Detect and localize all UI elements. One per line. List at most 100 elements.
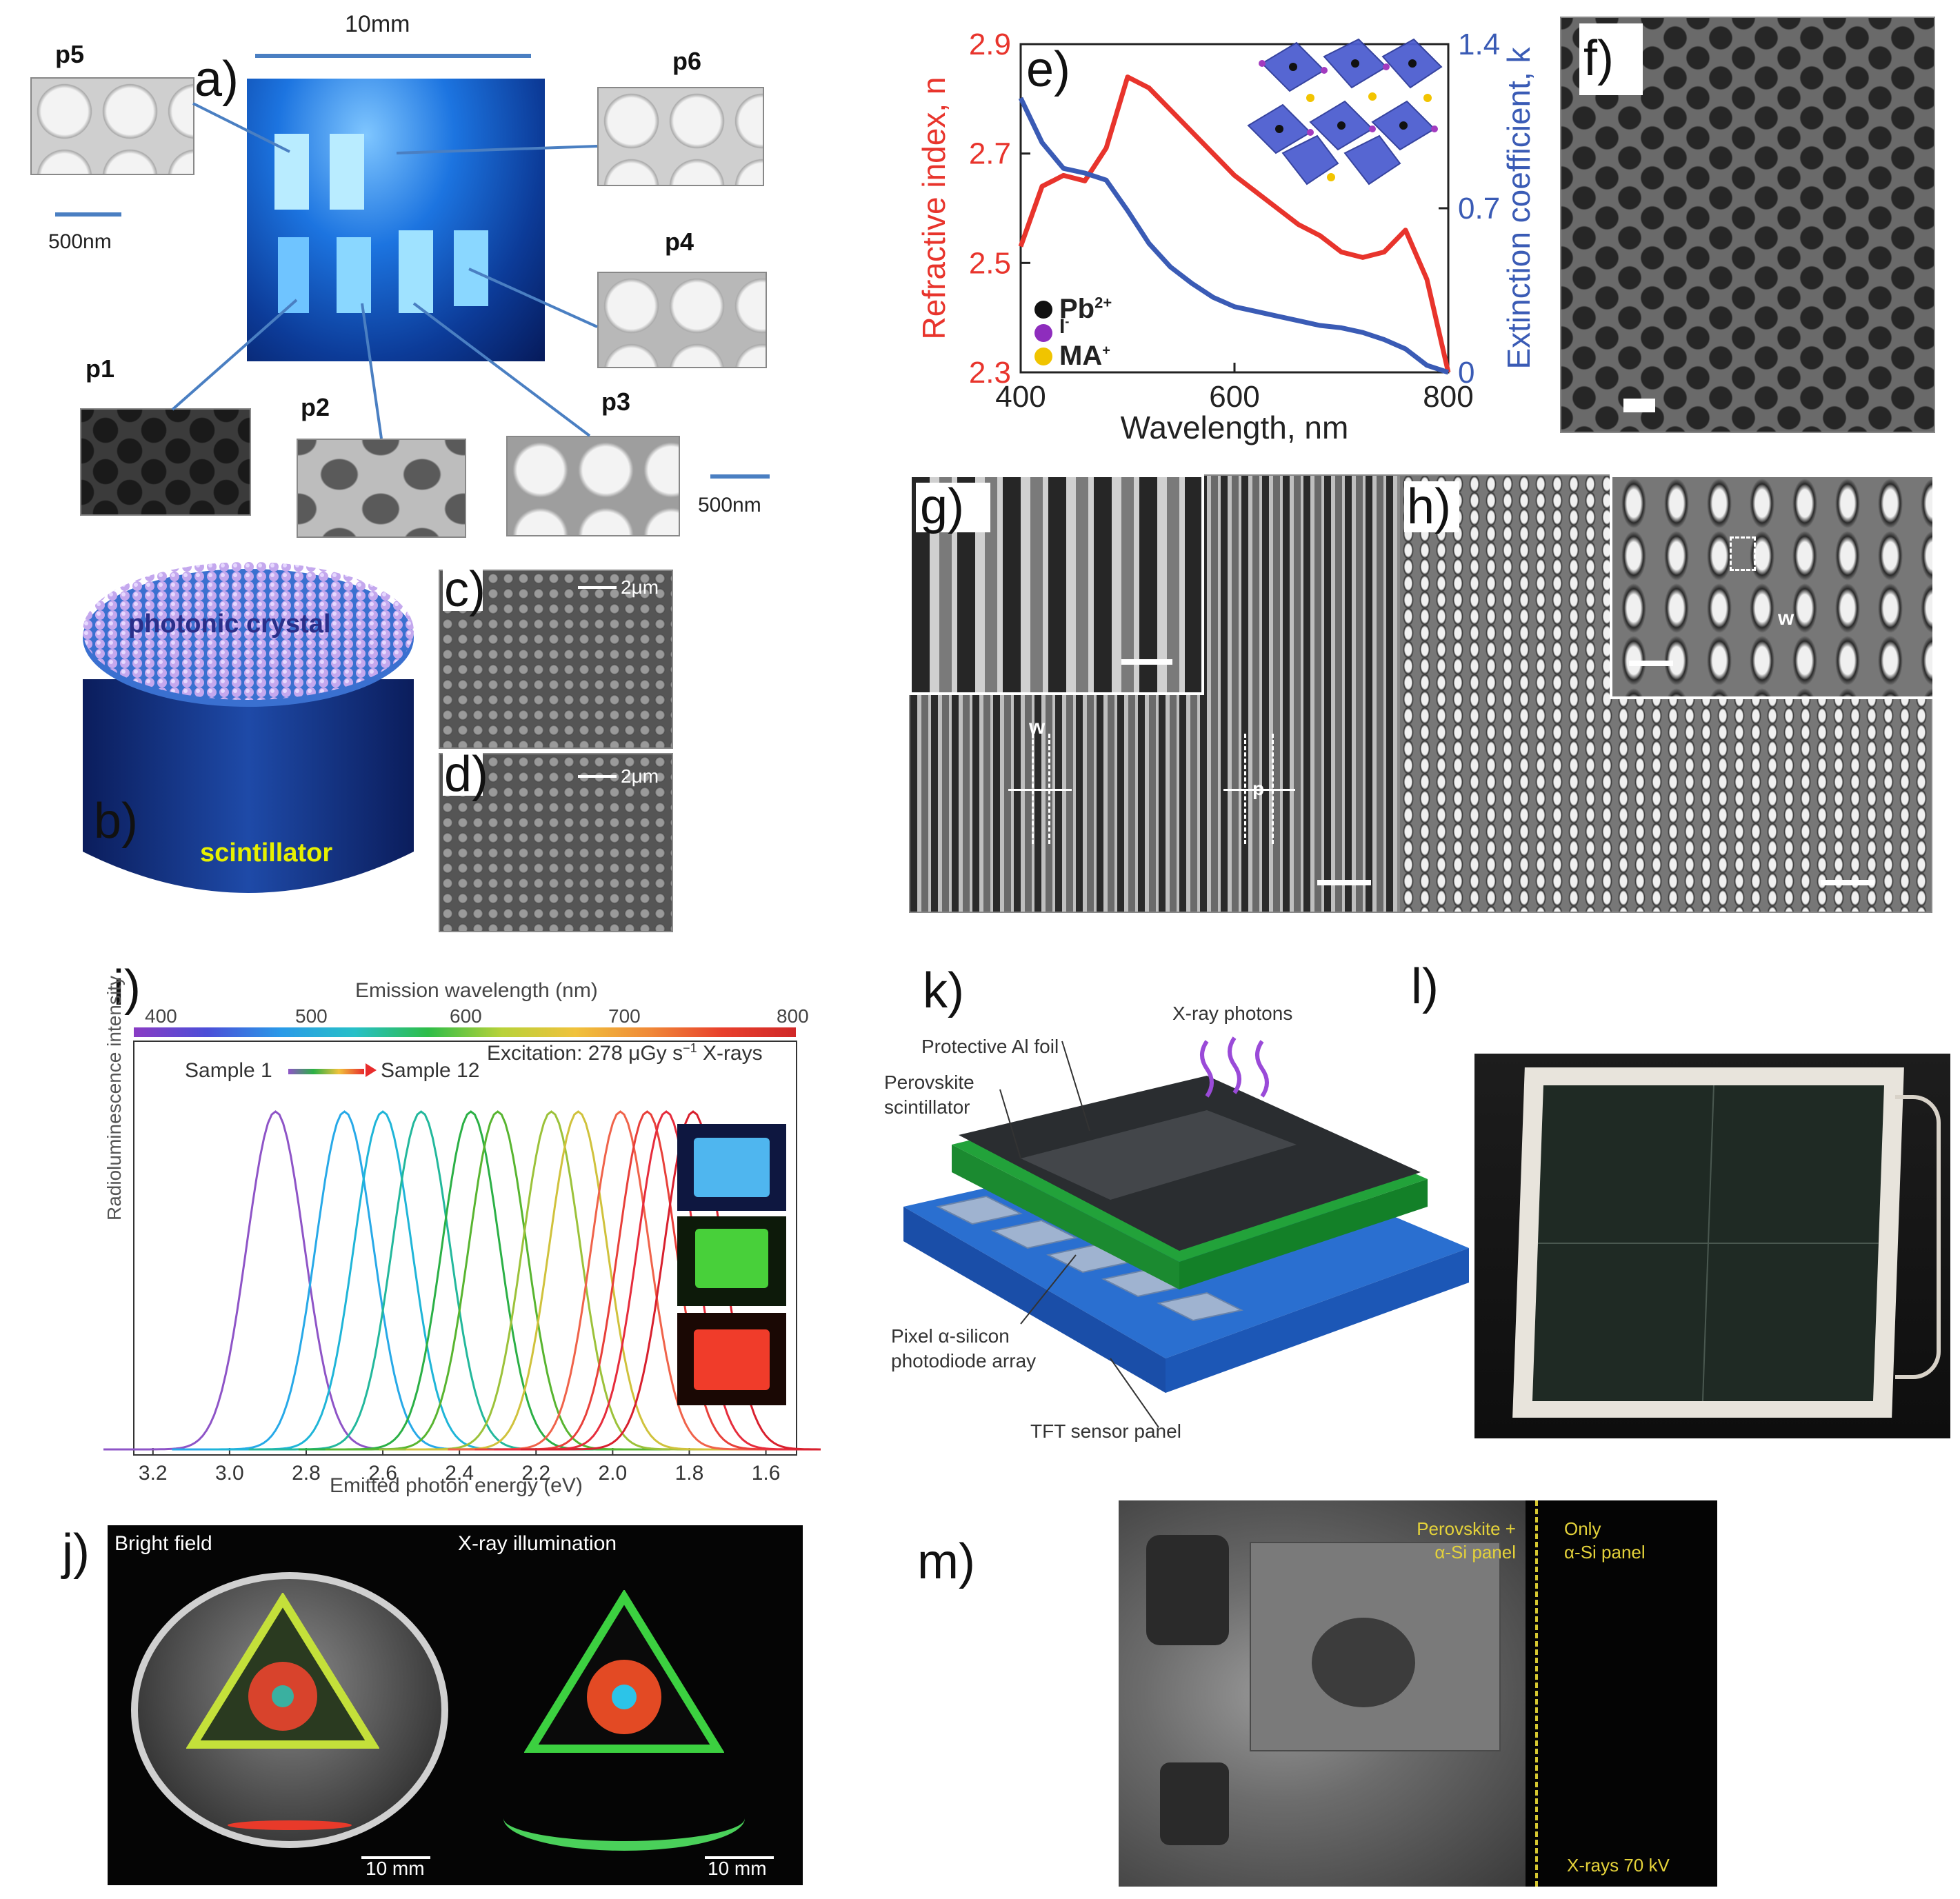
ma-dot	[1034, 348, 1052, 365]
x-axis-label: Emitted photon energy (eV)	[330, 1474, 583, 1497]
sample-photo-blue	[677, 1124, 786, 1211]
camera-module	[1146, 1535, 1229, 1645]
sample-label-p1: p1	[86, 354, 115, 383]
scale-bar	[1121, 659, 1172, 665]
y-axis-label: Refractive index, n	[916, 77, 952, 340]
sample-label-p3: p3	[601, 388, 631, 416]
ma-text: MA	[1059, 341, 1103, 371]
scale-bar	[1317, 880, 1371, 885]
cable	[1895, 1095, 1941, 1379]
scale-bar	[1629, 661, 1673, 666]
scale-bar	[1821, 880, 1874, 885]
spectrum-peak	[325, 1110, 670, 1451]
sample-label-p4: p4	[665, 228, 694, 256]
width-dimension-line	[255, 54, 531, 58]
tft-label: TFT sensor panel	[1030, 1420, 1181, 1442]
refractive-index-line	[1018, 74, 1451, 373]
panel-a-label: a)	[194, 52, 239, 107]
y-tick-label: 2.9	[969, 28, 1011, 61]
bright-field-title: Bright field	[114, 1532, 212, 1555]
scale-label: 2μm	[621, 576, 659, 598]
width-marker: w	[1778, 607, 1794, 630]
y2-tick-label: 0.7	[1458, 192, 1500, 225]
y2-tick-label: 1.4	[1458, 28, 1500, 61]
divider-line	[1535, 1500, 1538, 1887]
sem-inset-p5	[30, 77, 194, 175]
panel-i-label: i)	[113, 961, 141, 1016]
ma-charge: +	[1102, 343, 1110, 359]
connector-line	[396, 145, 598, 154]
red-emission	[694, 1329, 770, 1390]
spectrum-peak	[521, 1110, 821, 1451]
crystal-structure-inset	[1247, 38, 1443, 185]
scale-bar	[705, 1856, 774, 1859]
scintillator-label-1: Perovskite	[884, 1072, 974, 1093]
xray-image: Perovskite + α-Si panel Only α-Si panel …	[1119, 1500, 1717, 1887]
panel-f-label: f)	[1583, 31, 1614, 86]
xray-photon-arrows	[1200, 1036, 1269, 1098]
top-axis-title: Emission wavelength (nm)	[355, 979, 598, 1002]
connector-arrows	[171, 102, 598, 439]
x-tick-label: 2.0	[599, 1462, 628, 1485]
ma-label: MA+	[1059, 341, 1110, 372]
connector-line	[361, 303, 383, 439]
panel-c-label: c)	[444, 562, 486, 617]
sem-inset-p4	[597, 272, 767, 368]
scale-label-left: 500nm	[48, 230, 112, 253]
pb-label: Pb2+	[1059, 294, 1112, 325]
pattern-patch	[399, 230, 433, 313]
right-region-label-2: α-Si panel	[1564, 1542, 1646, 1563]
left-region-label-1: Perovskite +	[1417, 1518, 1516, 1539]
y2-axis-label: Extinction coefficient, k	[1501, 46, 1537, 369]
scale-label: 2μm	[621, 765, 659, 787]
sem-inset-p6	[597, 87, 764, 186]
trefoil-left	[186, 1593, 379, 1749]
sample-photo	[247, 79, 545, 361]
top-tick: 400	[145, 1005, 177, 1027]
x-tick-label: 800	[1423, 380, 1473, 414]
gradient-arrow	[288, 1069, 364, 1074]
label-box	[1579, 23, 1643, 95]
sample-photo-green	[677, 1216, 786, 1306]
plot-frame	[133, 1041, 797, 1456]
spectrum-bar	[134, 1027, 796, 1037]
top-tick: 500	[295, 1005, 328, 1027]
scale-bar	[710, 474, 770, 479]
panel-b-label: b)	[94, 794, 139, 849]
label-box	[916, 483, 990, 532]
connector-line	[192, 102, 290, 153]
y-tick-label: 2.3	[969, 356, 1011, 390]
scale-bar	[1623, 399, 1655, 412]
speaker-module	[1160, 1762, 1229, 1845]
label-box	[1404, 481, 1459, 532]
quadrant-line	[1537, 1243, 1879, 1244]
panel-m-label: m)	[917, 1534, 975, 1589]
pattern-patch	[454, 230, 488, 306]
scale-label-right: 10 mm	[708, 1858, 767, 1879]
y-axis-label: Radioluminescence intensity	[103, 976, 125, 1220]
sem-inset-p3	[506, 436, 680, 536]
connector-line	[468, 268, 598, 328]
tft-panel-side	[903, 1207, 1166, 1393]
scintillator-label-2: scintillator	[884, 1096, 970, 1118]
scale-bar	[361, 1856, 430, 1859]
spectrum-peak	[103, 1110, 448, 1451]
scale-bar	[578, 586, 617, 589]
detector-active-area	[1532, 1085, 1884, 1401]
scale-label-left: 10 mm	[366, 1858, 425, 1879]
extinction-coefficient-line	[1018, 97, 1450, 375]
xray-photons-label: X-ray photons	[1172, 1003, 1293, 1024]
pattern-patch	[337, 237, 371, 313]
green-edge-right	[503, 1786, 745, 1851]
panel-k-label: k)	[923, 963, 964, 1018]
y2-tick-label: 0	[1458, 356, 1474, 390]
label-box	[443, 570, 483, 611]
x-tick-label: 2.4	[445, 1462, 474, 1485]
green-emission	[695, 1229, 768, 1288]
scale-bar	[55, 212, 121, 217]
x-tick-label: 3.0	[215, 1462, 244, 1485]
excitation-label: Excitation: 278 μGy s−1 X-rays	[487, 1041, 763, 1065]
sample-photo-red	[677, 1313, 786, 1405]
